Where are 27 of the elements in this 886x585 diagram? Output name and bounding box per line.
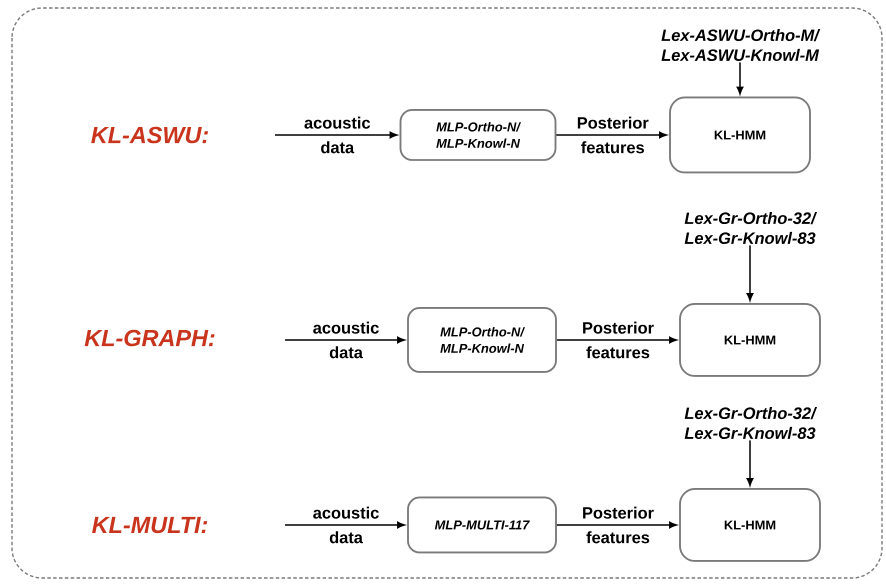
arrow	[556, 132, 667, 138]
process-box: MLP-Ortho-N/ MLP-Knowl-N	[407, 307, 557, 373]
edge-label: acoustic data	[313, 506, 379, 544]
lexicon-label: Lex-Gr-Ortho-32/ Lex-Gr-Knowl-83	[684, 212, 818, 244]
row-title: KL-MULTI:	[92, 516, 208, 534]
row-title: KL-ASWU:	[91, 126, 208, 144]
lexicon-label: Lex-ASWU-Ortho-M/ Lex-ASWU-Knowl-M	[661, 29, 820, 61]
row-title: KL-GRAPH:	[84, 330, 215, 346]
edge-label: Posterior features	[583, 506, 654, 544]
arrow	[285, 336, 405, 344]
arrow	[556, 522, 677, 528]
arrow	[746, 245, 754, 301]
edge-label: Posterior features	[583, 322, 654, 358]
process-box: KL-HMM	[679, 303, 821, 377]
process-box: MLP-Ortho-N/ MLP-Knowl-N	[400, 109, 556, 161]
edge-label: acoustic data	[304, 116, 370, 154]
arrow	[275, 132, 398, 138]
edge-label: Posterior features	[578, 116, 648, 154]
process-box: KL-HMM	[669, 96, 811, 174]
arrow	[746, 440, 754, 486]
arrow	[736, 62, 744, 94]
arrow	[556, 336, 677, 344]
lexicon-label: Lex-Gr-Ortho-32/ Lex-Gr-Knowl-83	[684, 407, 818, 439]
process-box: KL-HMM	[679, 488, 821, 562]
process-box: MLP-MULTI-117	[407, 496, 557, 554]
edge-label: acoustic data	[313, 322, 379, 358]
arrow	[285, 522, 405, 528]
